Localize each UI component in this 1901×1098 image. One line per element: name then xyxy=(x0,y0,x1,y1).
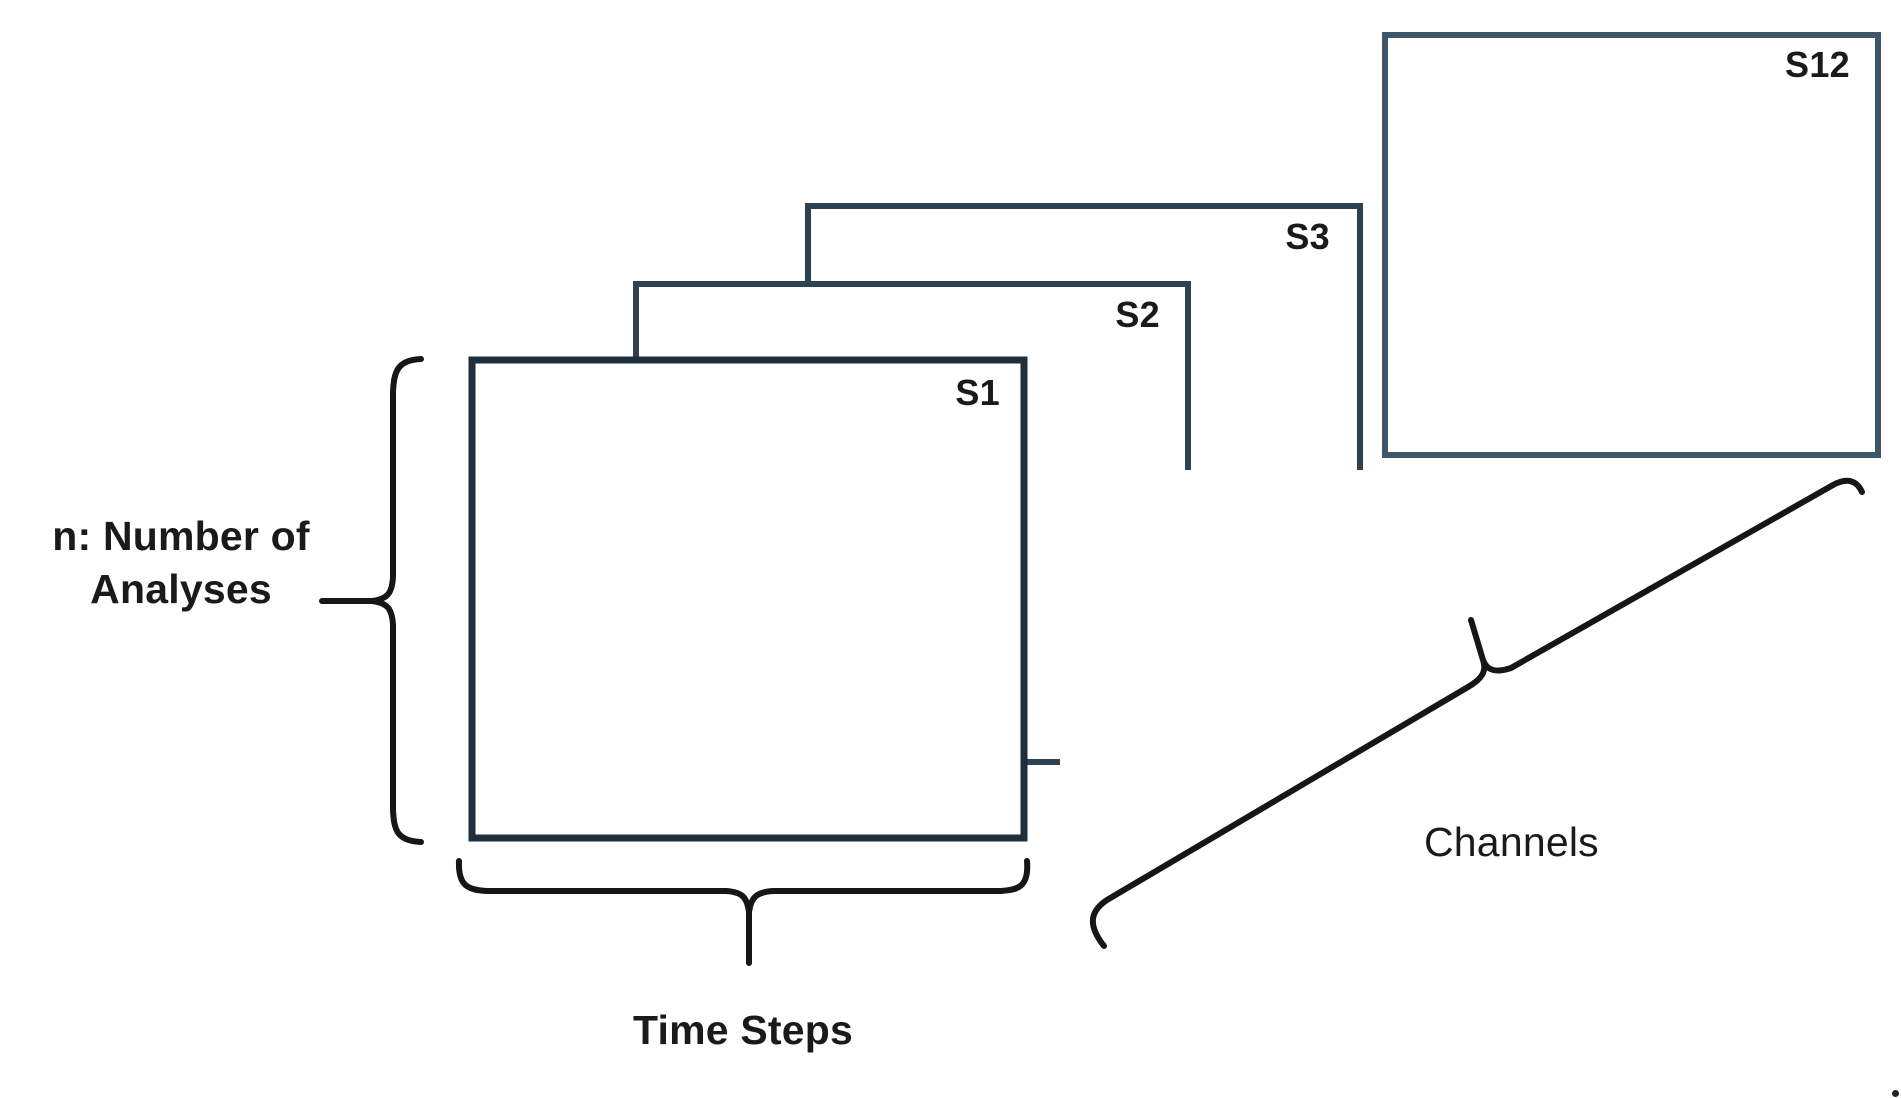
n-axis-label-line1: n: Number of xyxy=(52,513,310,559)
time-steps-label: Time Steps xyxy=(633,1007,853,1053)
n-axis-label-line2: Analyses xyxy=(90,566,272,612)
slice-label-s1: S1 xyxy=(955,372,1000,413)
channels-brace-path xyxy=(1089,477,1865,949)
corner-artifact-dot xyxy=(1892,1090,1899,1097)
slice-rect-s1 xyxy=(468,356,1028,842)
slice-label-s12: S12 xyxy=(1785,44,1850,85)
slice-rect-s12 xyxy=(1382,32,1881,458)
channels-label: Channels xyxy=(1424,819,1599,865)
slice-label-s3: S3 xyxy=(1285,216,1330,257)
n-axis-brace xyxy=(319,356,424,845)
time-steps-brace xyxy=(455,858,1031,966)
slice-label-s2: S2 xyxy=(1115,294,1160,335)
channels-brace-final xyxy=(1060,470,1901,990)
